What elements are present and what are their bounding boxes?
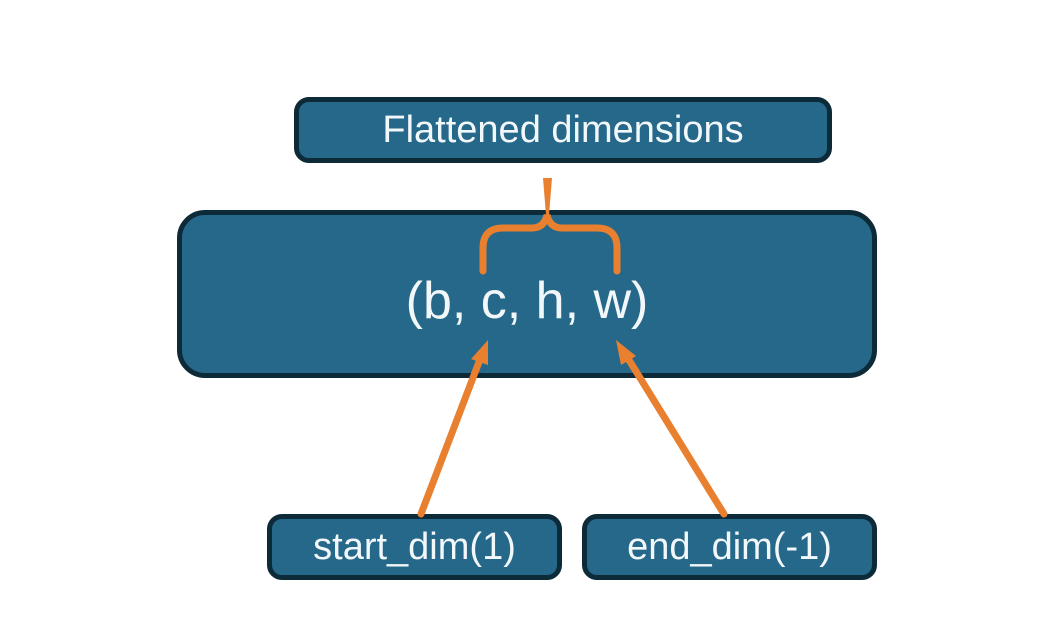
node-start-dim: start_dim(1) [267,514,562,580]
node-flattened-dimensions: Flattened dimensions [294,97,832,163]
node-start-dim-label: start_dim(1) [313,525,516,568]
node-flattened-dimensions-label: Flattened dimensions [382,108,744,151]
node-shape-tuple: (b, c, h, w) [177,210,877,378]
node-shape-tuple-label: (b, c, h, w) [405,272,649,330]
node-end-dim-label: end_dim(-1) [627,525,832,568]
node-end-dim: end_dim(-1) [582,514,877,580]
